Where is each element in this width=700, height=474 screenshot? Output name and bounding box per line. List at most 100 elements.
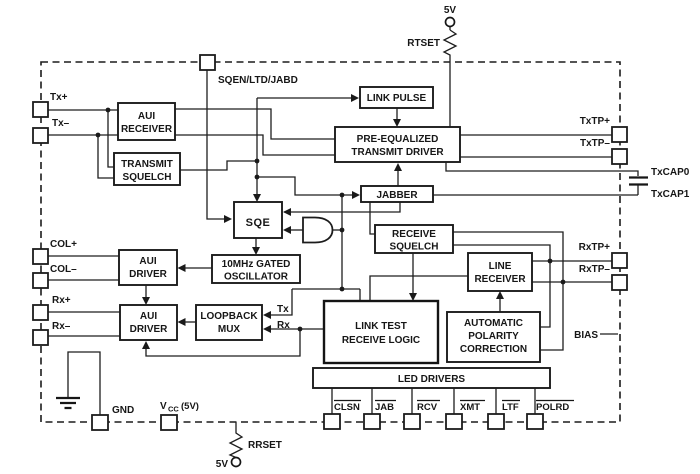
pin-label-gnd: GND [112, 405, 134, 416]
chip-boundary [40, 61, 621, 423]
block-label: RECEIVER [474, 274, 526, 285]
signal-labels: Tx Rx [277, 304, 290, 331]
pin-squares [32, 54, 628, 431]
pin-vcc [160, 414, 178, 431]
wires [47, 26, 648, 459]
block-link-test [322, 299, 440, 365]
block-jabber [360, 185, 434, 203]
wire [97, 135, 114, 179]
pin-label-jab: JAB [375, 402, 394, 413]
pin-label-rxtp-minus: RxTP– [579, 264, 611, 275]
block-label: AUI [139, 256, 156, 267]
pin-label-rx-minus: Rx– [52, 321, 71, 332]
arrowhead [409, 293, 417, 301]
arrowhead [283, 208, 291, 216]
block-label: SQUELCH [390, 242, 439, 253]
arrowhead [142, 297, 150, 305]
block-label: TRANSMIT DRIVER [351, 147, 444, 158]
block-label: RECEIVER [121, 124, 173, 135]
block-label: DRIVER [129, 269, 168, 280]
pin-label-rcv: RCV [417, 402, 438, 413]
arrowhead [496, 291, 504, 299]
block-label: SQE [246, 217, 271, 229]
wire [175, 134, 335, 156]
pin-label-rx-plus: Rx+ [52, 295, 71, 306]
block-label: LINE [489, 261, 512, 272]
arrowhead [263, 325, 271, 333]
block-label: LED DRIVERS [398, 374, 466, 385]
block-label: OSCILLATOR [224, 272, 289, 283]
pin-ltf [487, 413, 505, 430]
pin-label-tx-minus: Tx– [52, 118, 70, 129]
ground-symbol [56, 396, 80, 410]
vcc-subscript: CC [168, 405, 179, 414]
block-label: POLARITY [468, 331, 519, 342]
pin-clsn [323, 413, 341, 430]
wire [369, 275, 468, 301]
junction-dots [95, 107, 566, 332]
arrowhead [393, 119, 401, 127]
led-pin-labels: CLSN JAB RCV XMT LTF POLRD [334, 399, 574, 413]
block-label: DRIVER [130, 324, 169, 335]
arrowhead [351, 94, 359, 102]
block-label: JABBER [376, 190, 418, 201]
label-rrset: RRSET [248, 440, 282, 451]
block-label: PRE-EQUALIZED [357, 134, 439, 145]
wire [257, 176, 354, 196]
arrowhead [224, 215, 232, 223]
pin-label-polrd: POLRD [536, 402, 569, 413]
pin-rcv [403, 413, 421, 430]
arrowhead [142, 341, 150, 349]
block-label: TRANSMIT [121, 159, 173, 170]
arrowhead [394, 163, 402, 171]
wire [284, 202, 401, 213]
arrowhead [177, 264, 186, 272]
pin-label-ltf: LTF [502, 402, 519, 413]
pin-labels: Tx+ Tx– COL+ COL– Rx+ Rx– SQEN/LTD/JABD … [50, 75, 690, 416]
pin-polrd [526, 413, 544, 430]
pin-tx-plus [32, 101, 49, 118]
block-label: 10MHz GATED [222, 259, 291, 270]
pin-txtp-plus [611, 126, 628, 143]
vcc-v: V [160, 401, 167, 412]
block-transmit-driver [334, 126, 461, 163]
block-oscillator [211, 254, 301, 284]
wire [145, 329, 301, 357]
pin-label-tx-plus: Tx+ [50, 92, 68, 103]
label-rtset: RTSET [407, 38, 440, 49]
block-sqe [233, 201, 283, 239]
block-link-pulse [359, 86, 434, 109]
pin-col-plus [32, 248, 49, 265]
pin-label-txtp-plus: TxTP+ [580, 116, 610, 127]
wire [369, 202, 375, 235]
pin-label-txcap0: TxCAP0 [651, 167, 690, 178]
block-label: LOOPBACK [200, 311, 258, 322]
wire [67, 351, 101, 415]
block-label: LINK PULSE [367, 93, 427, 104]
pin-label-col-plus: COL+ [50, 239, 77, 250]
pin-rxtp-plus [611, 252, 628, 269]
block-label: RECEIVE [392, 229, 436, 240]
pin-label-rxtp-plus: RxTP+ [579, 242, 611, 253]
block-label: CORRECTION [460, 344, 527, 355]
pin-tx-minus [32, 127, 49, 144]
pin-label-xmt: XMT [460, 402, 480, 413]
block-polarity-correction [446, 311, 541, 363]
block-label: AUI [138, 111, 155, 122]
pin-sqen [199, 54, 216, 71]
vcc-label: V CC (5V) [160, 401, 199, 414]
block-aui-receiver [117, 102, 176, 141]
block-transmit-squelch [113, 152, 181, 186]
arrowhead [283, 226, 291, 234]
block-label: AUTOMATIC [464, 318, 523, 329]
pin-label-txcap1: TxCAP1 [651, 189, 690, 200]
wire [180, 160, 257, 171]
pin-jab [363, 413, 381, 430]
block-loopback-mux [195, 304, 263, 341]
pin-rx-minus [32, 329, 49, 346]
wire [107, 110, 114, 168]
wire [206, 70, 227, 220]
pin-label-sqen: SQEN/LTD/JABD [218, 75, 298, 86]
